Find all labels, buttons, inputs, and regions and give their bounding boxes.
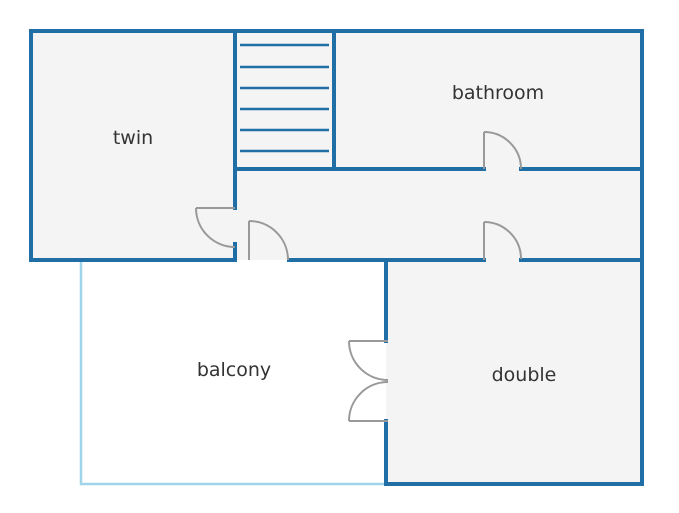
bathroom-room (334, 31, 642, 169)
balcony-label: balcony (197, 359, 271, 381)
twin-room (31, 31, 235, 260)
double-room (386, 260, 642, 484)
twin-door (195, 207, 236, 248)
bathroom-door (483, 131, 522, 170)
hallway (235, 169, 642, 260)
walls (29, 29, 644, 486)
twin-label: twin (113, 127, 153, 149)
bathroom-label: bathroom (452, 82, 544, 104)
balcony-area (81, 260, 386, 484)
double-label: double (492, 364, 557, 386)
double-top-door (483, 221, 522, 260)
stairs (240, 43, 329, 153)
balcony-double-door-upper (348, 340, 389, 381)
balcony-railing (79, 262, 386, 486)
hall-left-door (248, 220, 289, 261)
doors (195, 131, 522, 422)
stair-well (235, 31, 334, 169)
balcony-double-door-lower (348, 381, 389, 422)
outer-wall-upper (29, 29, 644, 262)
outer-wall-double (384, 258, 644, 486)
